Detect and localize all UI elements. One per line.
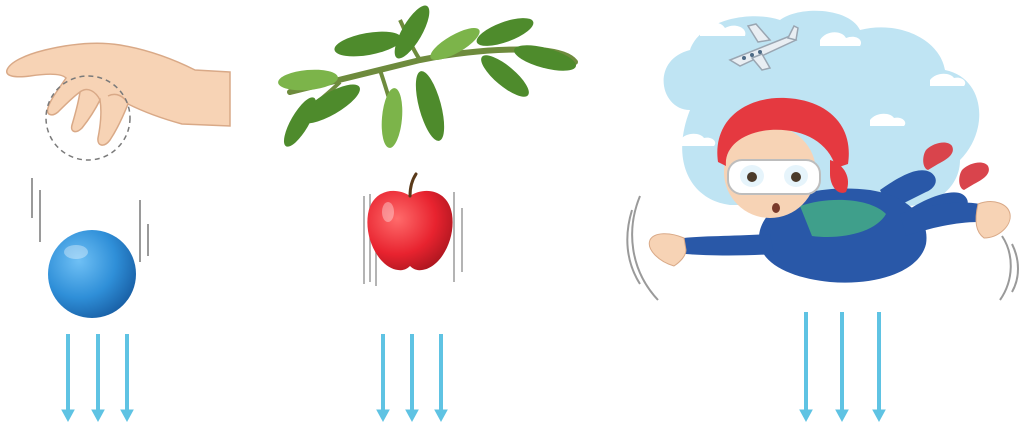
panel-apple [277,1,578,421]
down-arrows [377,334,447,421]
ball-icon [48,230,136,318]
hand-icon [7,43,230,160]
apple-icon [367,174,452,270]
panel-skydiver [627,11,1018,421]
panel-ball [7,43,230,421]
down-arrows [800,312,885,421]
branch-icon [277,1,578,151]
down-arrows [62,334,133,421]
